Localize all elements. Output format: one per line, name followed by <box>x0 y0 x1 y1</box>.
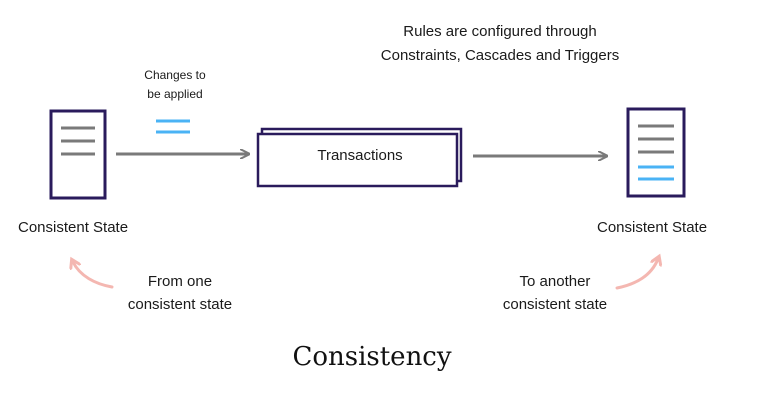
right-document-icon <box>626 107 686 198</box>
to-label: To another consistent state <box>470 270 640 316</box>
to-label-line1: To another <box>519 273 591 290</box>
from-label-line1: From one <box>147 273 213 290</box>
transactions-label: Transactions <box>317 147 403 164</box>
changes-label: Changes to be applied <box>120 66 230 104</box>
from-label-line2: consistent state <box>127 296 233 313</box>
changes-label-line2: be applied <box>147 87 203 101</box>
rules-note-line2: Constraints, Cascades and Triggers <box>380 47 620 64</box>
rules-note-line1: Rules are configured through <box>403 23 597 40</box>
from-label: From one consistent state <box>95 270 265 316</box>
pending-changes-icon <box>156 119 190 134</box>
changes-label-line1: Changes to <box>144 68 206 82</box>
rules-note: Rules are configured through Constraints… <box>340 20 660 68</box>
transactions-box <box>256 127 463 188</box>
diagram-title: Consistency <box>292 342 452 372</box>
left-curved-arrow-icon <box>73 262 114 289</box>
left-document-icon <box>49 109 107 200</box>
left-state-label: Consistent State <box>18 219 129 236</box>
right-state-label: Consistent State <box>597 219 708 236</box>
to-label-line2: consistent state <box>502 296 608 313</box>
right-curved-arrow-icon <box>615 259 658 290</box>
